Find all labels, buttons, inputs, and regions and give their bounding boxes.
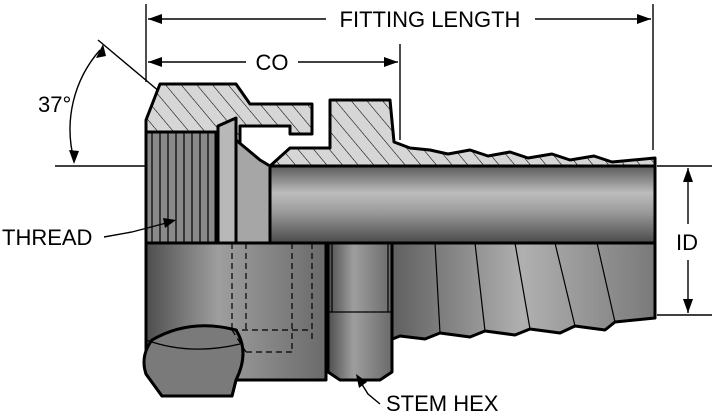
thread-callout: THREAD: [2, 218, 176, 250]
thread-label: THREAD: [2, 225, 92, 250]
angle-label: 37°: [38, 92, 71, 117]
id-label: ID: [676, 230, 698, 255]
fitting-external-view: [142, 241, 657, 398]
id-dimension: ID: [657, 165, 712, 316]
co-dimension: CO: [148, 44, 401, 140]
seat-sleeve: [216, 116, 238, 245]
stem-section: [268, 98, 657, 168]
stem-barbs: [388, 241, 657, 342]
fitting-length-dimension: FITTING LENGTH: [145, 4, 654, 150]
thread-region: [144, 130, 218, 245]
co-label: CO: [256, 50, 289, 75]
angle-dimension: 37°: [38, 39, 161, 164]
stem-hex-label: STEM HEX: [386, 391, 499, 413]
fitting-length-label: FITTING LENGTH: [340, 7, 521, 32]
stem-hex-callout: STEM HEX: [356, 374, 499, 413]
bore: [268, 164, 657, 245]
fitting-section-view: [144, 82, 657, 245]
